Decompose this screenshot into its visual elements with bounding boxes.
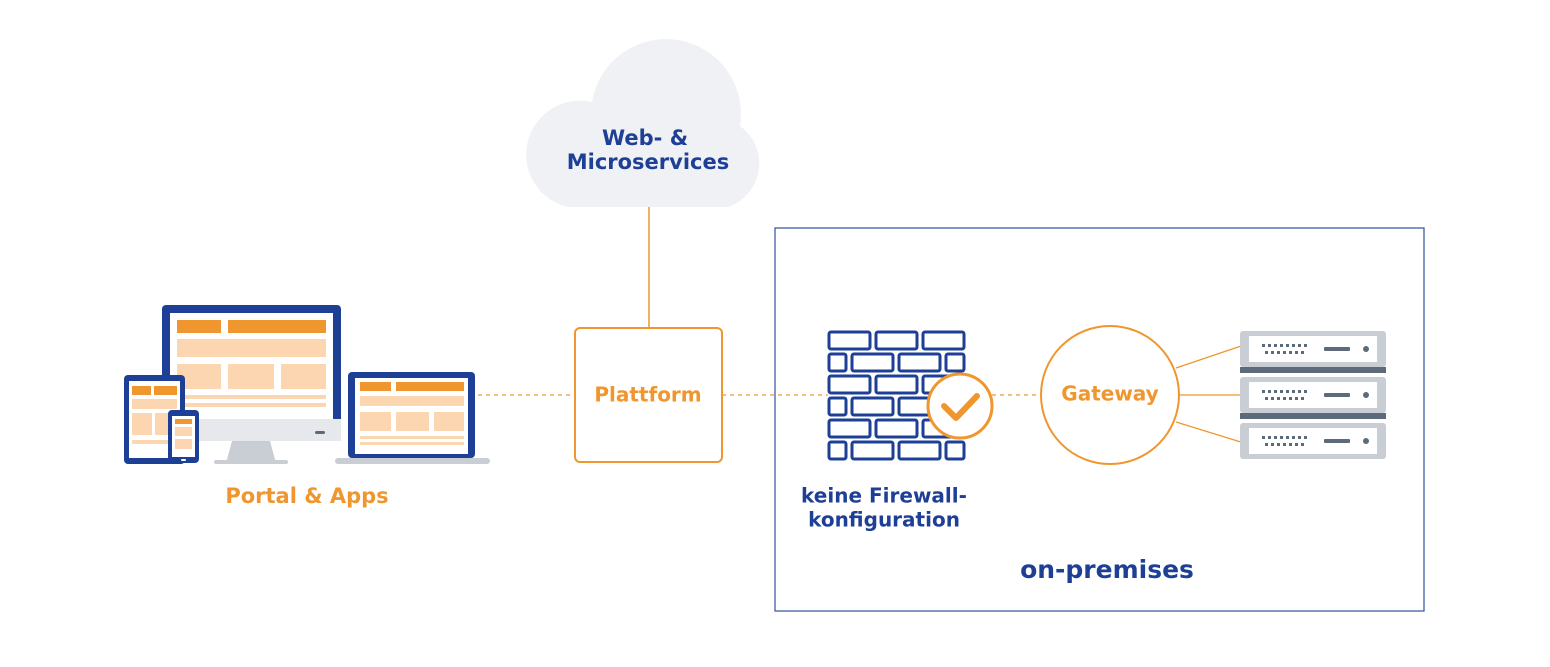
platform-node: Plattform xyxy=(574,327,723,463)
platform-box xyxy=(574,327,723,463)
firewall-label-line1: keine Firewall- xyxy=(801,484,967,508)
gateway-circle xyxy=(1040,325,1180,465)
cloud-label-line2: Microservices xyxy=(567,150,730,174)
check-badge-icon xyxy=(926,372,994,440)
connector-gateway-server-3 xyxy=(1175,421,1245,444)
cloud-node: Web- & Microservices xyxy=(526,39,760,207)
onprem-container xyxy=(774,227,1425,612)
devices-icon xyxy=(124,305,490,464)
cloud-icon xyxy=(526,39,760,207)
onprem-label: on-premises xyxy=(1020,555,1194,584)
portal-label: Portal & Apps xyxy=(225,484,388,508)
gateway-node: Gateway xyxy=(1040,325,1180,465)
cloud-label-line1: Web- & xyxy=(602,126,688,150)
connector-gateway-server-1 xyxy=(1175,344,1245,369)
firewall-label-line2: konfiguration xyxy=(808,508,960,532)
server-rack-icon xyxy=(1240,331,1386,459)
platform-label: Plattform xyxy=(594,383,701,407)
gateway-label: Gateway xyxy=(1061,382,1158,406)
